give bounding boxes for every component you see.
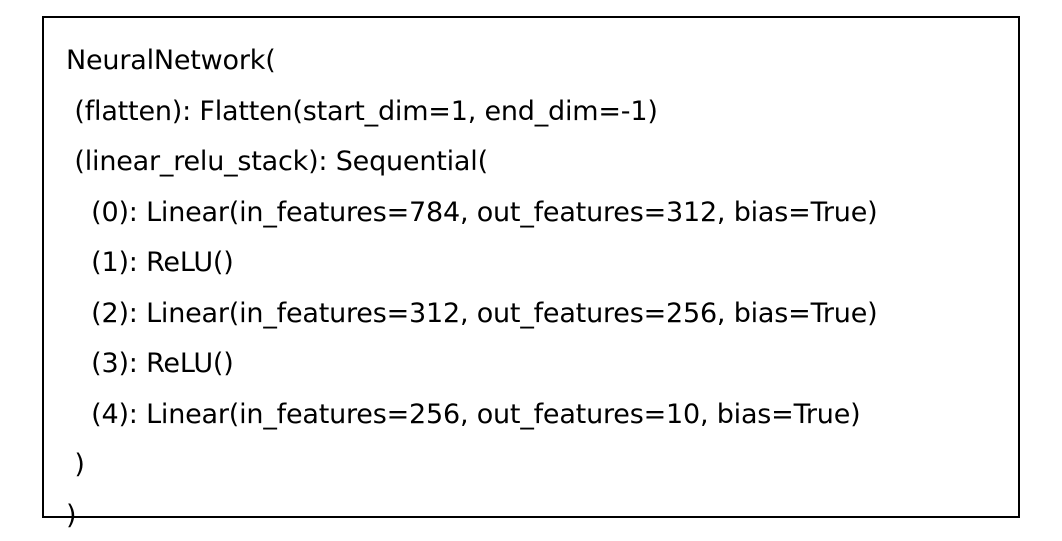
code-line: (flatten): Flatten(start_dim=1, end_dim=… bbox=[66, 87, 877, 138]
code-line: ) bbox=[66, 440, 877, 491]
code-line: NeuralNetwork( bbox=[66, 36, 877, 87]
code-lines: NeuralNetwork( (flatten): Flatten(start_… bbox=[66, 36, 877, 541]
code-line: (linear_relu_stack): Sequential( bbox=[66, 137, 877, 188]
code-output-box: NeuralNetwork( (flatten): Flatten(start_… bbox=[42, 16, 1020, 518]
code-line: (0): Linear(in_features=784, out_feature… bbox=[66, 188, 877, 239]
code-line: (4): Linear(in_features=256, out_feature… bbox=[66, 390, 877, 441]
code-line: (3): ReLU() bbox=[66, 339, 877, 390]
code-line: (1): ReLU() bbox=[66, 238, 877, 289]
code-line: (2): Linear(in_features=312, out_feature… bbox=[66, 289, 877, 340]
code-line: ) bbox=[66, 491, 877, 541]
